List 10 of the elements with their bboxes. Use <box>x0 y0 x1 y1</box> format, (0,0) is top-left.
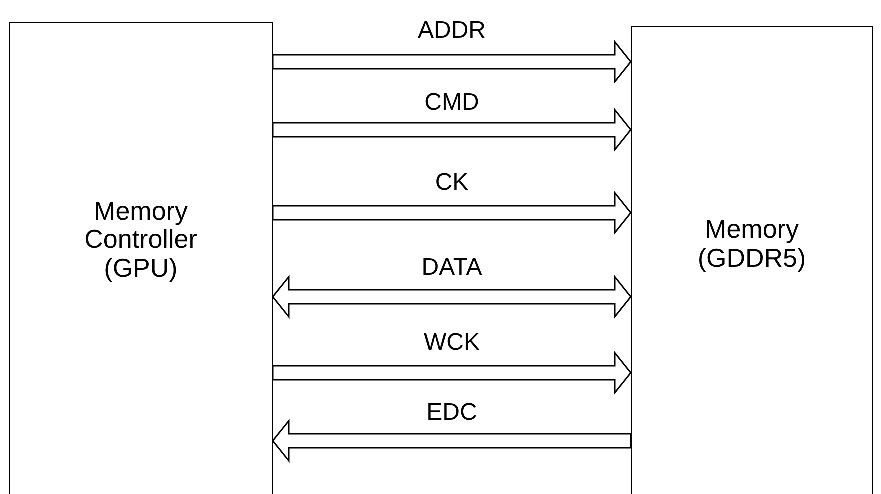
bus-arrow <box>272 190 632 236</box>
bus-arrow <box>272 418 632 464</box>
bus-arrow <box>272 274 632 320</box>
block-label: Memory Controller (GPU) <box>84 196 198 282</box>
bus-arrow <box>272 108 632 152</box>
block-box <box>631 26 873 494</box>
bus-arrow <box>272 40 632 84</box>
block-box <box>9 22 273 494</box>
bus-arrow <box>272 350 632 396</box>
block-label: Memory (GDDR5) <box>696 214 808 272</box>
